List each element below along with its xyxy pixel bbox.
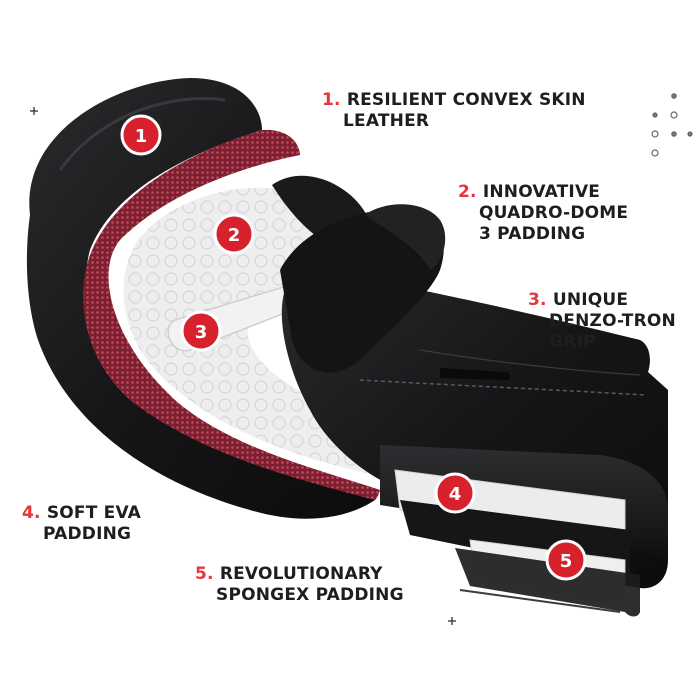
svg-text:2: 2 bbox=[228, 225, 241, 246]
feature-number: 4. bbox=[22, 503, 41, 523]
feature-text: PADDING bbox=[43, 524, 132, 544]
cuff-edge bbox=[459, 589, 621, 613]
marker-2: 2 bbox=[213, 213, 255, 255]
marker-4: 4 bbox=[434, 472, 476, 514]
feature-label-1: 1. RESILIENT CONVEX SKIN LEATHER bbox=[322, 90, 586, 132]
svg-text:1: 1 bbox=[135, 126, 148, 147]
stitching-top bbox=[359, 379, 646, 396]
palm-slot bbox=[440, 368, 511, 380]
svg-text:3: 3 bbox=[195, 322, 208, 343]
feature-text: DENZO-TRON bbox=[549, 311, 676, 331]
feature-text: GRIP bbox=[549, 332, 596, 352]
feature-text: UNIQUE bbox=[552, 290, 629, 310]
stitching-palm bbox=[419, 349, 641, 376]
mesh-liner bbox=[83, 129, 381, 501]
outer-leather-shell bbox=[26, 78, 376, 519]
feature-number: 3. bbox=[528, 290, 547, 310]
shell-highlight bbox=[58, 96, 226, 171]
feature-text: INNOVATIVE bbox=[482, 182, 601, 202]
svg-text:4: 4 bbox=[449, 484, 462, 505]
marker-5: 5 bbox=[545, 539, 587, 581]
dot-grid-icon bbox=[651, 93, 693, 157]
feature-text: RESILIENT CONVEX SKIN bbox=[346, 90, 586, 110]
plus-icon bbox=[448, 617, 456, 625]
marker-3: 3 bbox=[180, 310, 222, 352]
feature-label-3: 3. UNIQUE DENZO-TRON GRIP bbox=[528, 290, 676, 353]
feature-number: 5. bbox=[195, 564, 214, 584]
feature-text: QUADRO-DOME bbox=[479, 203, 629, 223]
feature-number: 1. bbox=[322, 90, 341, 110]
feature-number: 2. bbox=[458, 182, 477, 202]
feature-text: SOFT EVA bbox=[46, 503, 142, 523]
thumb-mesh bbox=[280, 209, 444, 373]
feature-text: REVOLUTIONARY bbox=[219, 564, 383, 584]
feature-text: SPONGEX PADDING bbox=[216, 585, 404, 605]
marker-1: 1 bbox=[120, 114, 162, 156]
feature-label-5: 5. REVOLUTIONARY SPONGEX PADDING bbox=[195, 564, 404, 606]
svg-text:5: 5 bbox=[560, 551, 573, 572]
feature-label-2: 2. INNOVATIVE QUADRO-DOME 3 PADDING bbox=[458, 182, 628, 245]
plus-icon bbox=[30, 107, 38, 115]
feature-text: 3 PADDING bbox=[479, 224, 586, 244]
feature-text: LEATHER bbox=[343, 111, 430, 131]
cuff-base bbox=[455, 548, 640, 617]
feature-label-4: 4. SOFT EVA PADDING bbox=[22, 503, 141, 545]
thumb-cap bbox=[365, 204, 446, 270]
